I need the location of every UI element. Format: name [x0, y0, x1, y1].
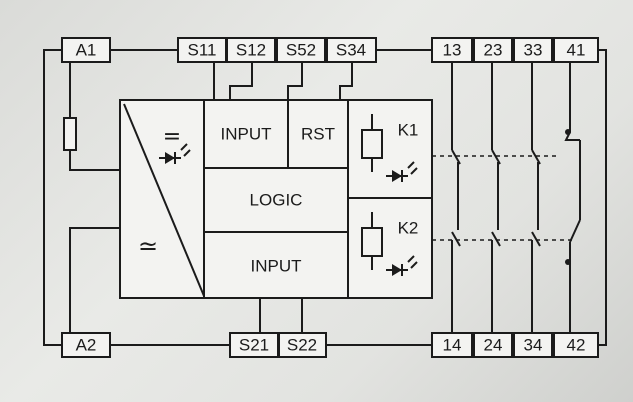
- terminal-s22: [278, 332, 327, 358]
- terminal-s34-label: S34: [336, 41, 366, 60]
- terminal-a1-label: A1: [76, 41, 97, 60]
- terminal-42-label: 42: [567, 336, 586, 355]
- terminal-s22-label: S22: [287, 336, 317, 355]
- terminal-33: [513, 37, 553, 63]
- input-top-label: INPUT: [221, 125, 272, 144]
- terminal-14-label: 14: [443, 336, 462, 355]
- terminal-s52: [276, 37, 326, 63]
- right-rail-wire: [598, 49, 607, 346]
- terminal-41-label: 41: [567, 41, 586, 60]
- contact-line-33-34: [531, 62, 539, 333]
- psu-symbols: = ≃: [138, 125, 191, 260]
- contact-line-23-24: [491, 62, 499, 333]
- terminal-s52-label: S52: [286, 41, 316, 60]
- terminal-41: [553, 37, 599, 63]
- a2-psu-wire: [69, 227, 120, 333]
- led-icon: [159, 143, 191, 164]
- terminal-23: [473, 37, 513, 63]
- relay-k2-label: K2: [398, 219, 419, 238]
- led-icon: [386, 161, 418, 182]
- logic-label: LOGIC: [250, 191, 303, 210]
- terminal-13: [431, 37, 473, 63]
- fuse-wire-bottom: [69, 150, 120, 171]
- left-rail-wire: [43, 49, 62, 346]
- terminal-13-label: 13: [443, 41, 462, 60]
- terminals: A1 A2 S11 S12 S52 S34 S21 S22 13 23 33 4…: [61, 37, 599, 358]
- fuse-icon: [63, 117, 77, 151]
- relay-k2: K2: [361, 212, 419, 276]
- terminal-24-label: 24: [484, 336, 503, 355]
- terminal-a1: [61, 37, 111, 63]
- rst-label: RST: [301, 125, 335, 144]
- s52-wire: [287, 62, 303, 100]
- switch-contact-icon: [451, 129, 581, 265]
- ac-symbol-icon: ≃: [138, 232, 158, 260]
- terminal-s11: [177, 37, 227, 63]
- terminal-s12: [226, 37, 276, 63]
- terminal-s34: [326, 37, 377, 63]
- wiring: [43, 49, 607, 346]
- dc-symbol-icon: =: [163, 125, 181, 150]
- terminal-a2: [61, 332, 111, 358]
- contact-line-13-14: [451, 62, 459, 333]
- terminal-s21-label: S21: [239, 336, 269, 355]
- terminal-24: [473, 332, 513, 358]
- relay-coil-icon: [361, 227, 383, 257]
- terminal-s21: [229, 332, 279, 358]
- s34-down-wire: [339, 62, 353, 100]
- psu-diagonal: [123, 103, 205, 297]
- relay-coil-icon: [361, 129, 383, 159]
- terminal-14: [431, 332, 473, 358]
- terminal-s12-label: S12: [236, 41, 266, 60]
- input-bottom-label: INPUT: [251, 257, 302, 276]
- terminal-34: [513, 332, 553, 358]
- s12-wire: [229, 62, 253, 100]
- led-icon: [386, 255, 418, 276]
- terminal-42: [553, 332, 599, 358]
- relay-k1-label: K1: [398, 121, 419, 140]
- contact-line-41-42: [569, 62, 581, 333]
- terminal-s11-label: S11: [188, 41, 217, 60]
- relay-k1: K1: [361, 114, 419, 182]
- terminal-a2-label: A2: [76, 336, 97, 355]
- terminal-34-label: 34: [524, 336, 543, 355]
- terminal-23-label: 23: [484, 41, 503, 60]
- terminal-33-label: 33: [524, 41, 543, 60]
